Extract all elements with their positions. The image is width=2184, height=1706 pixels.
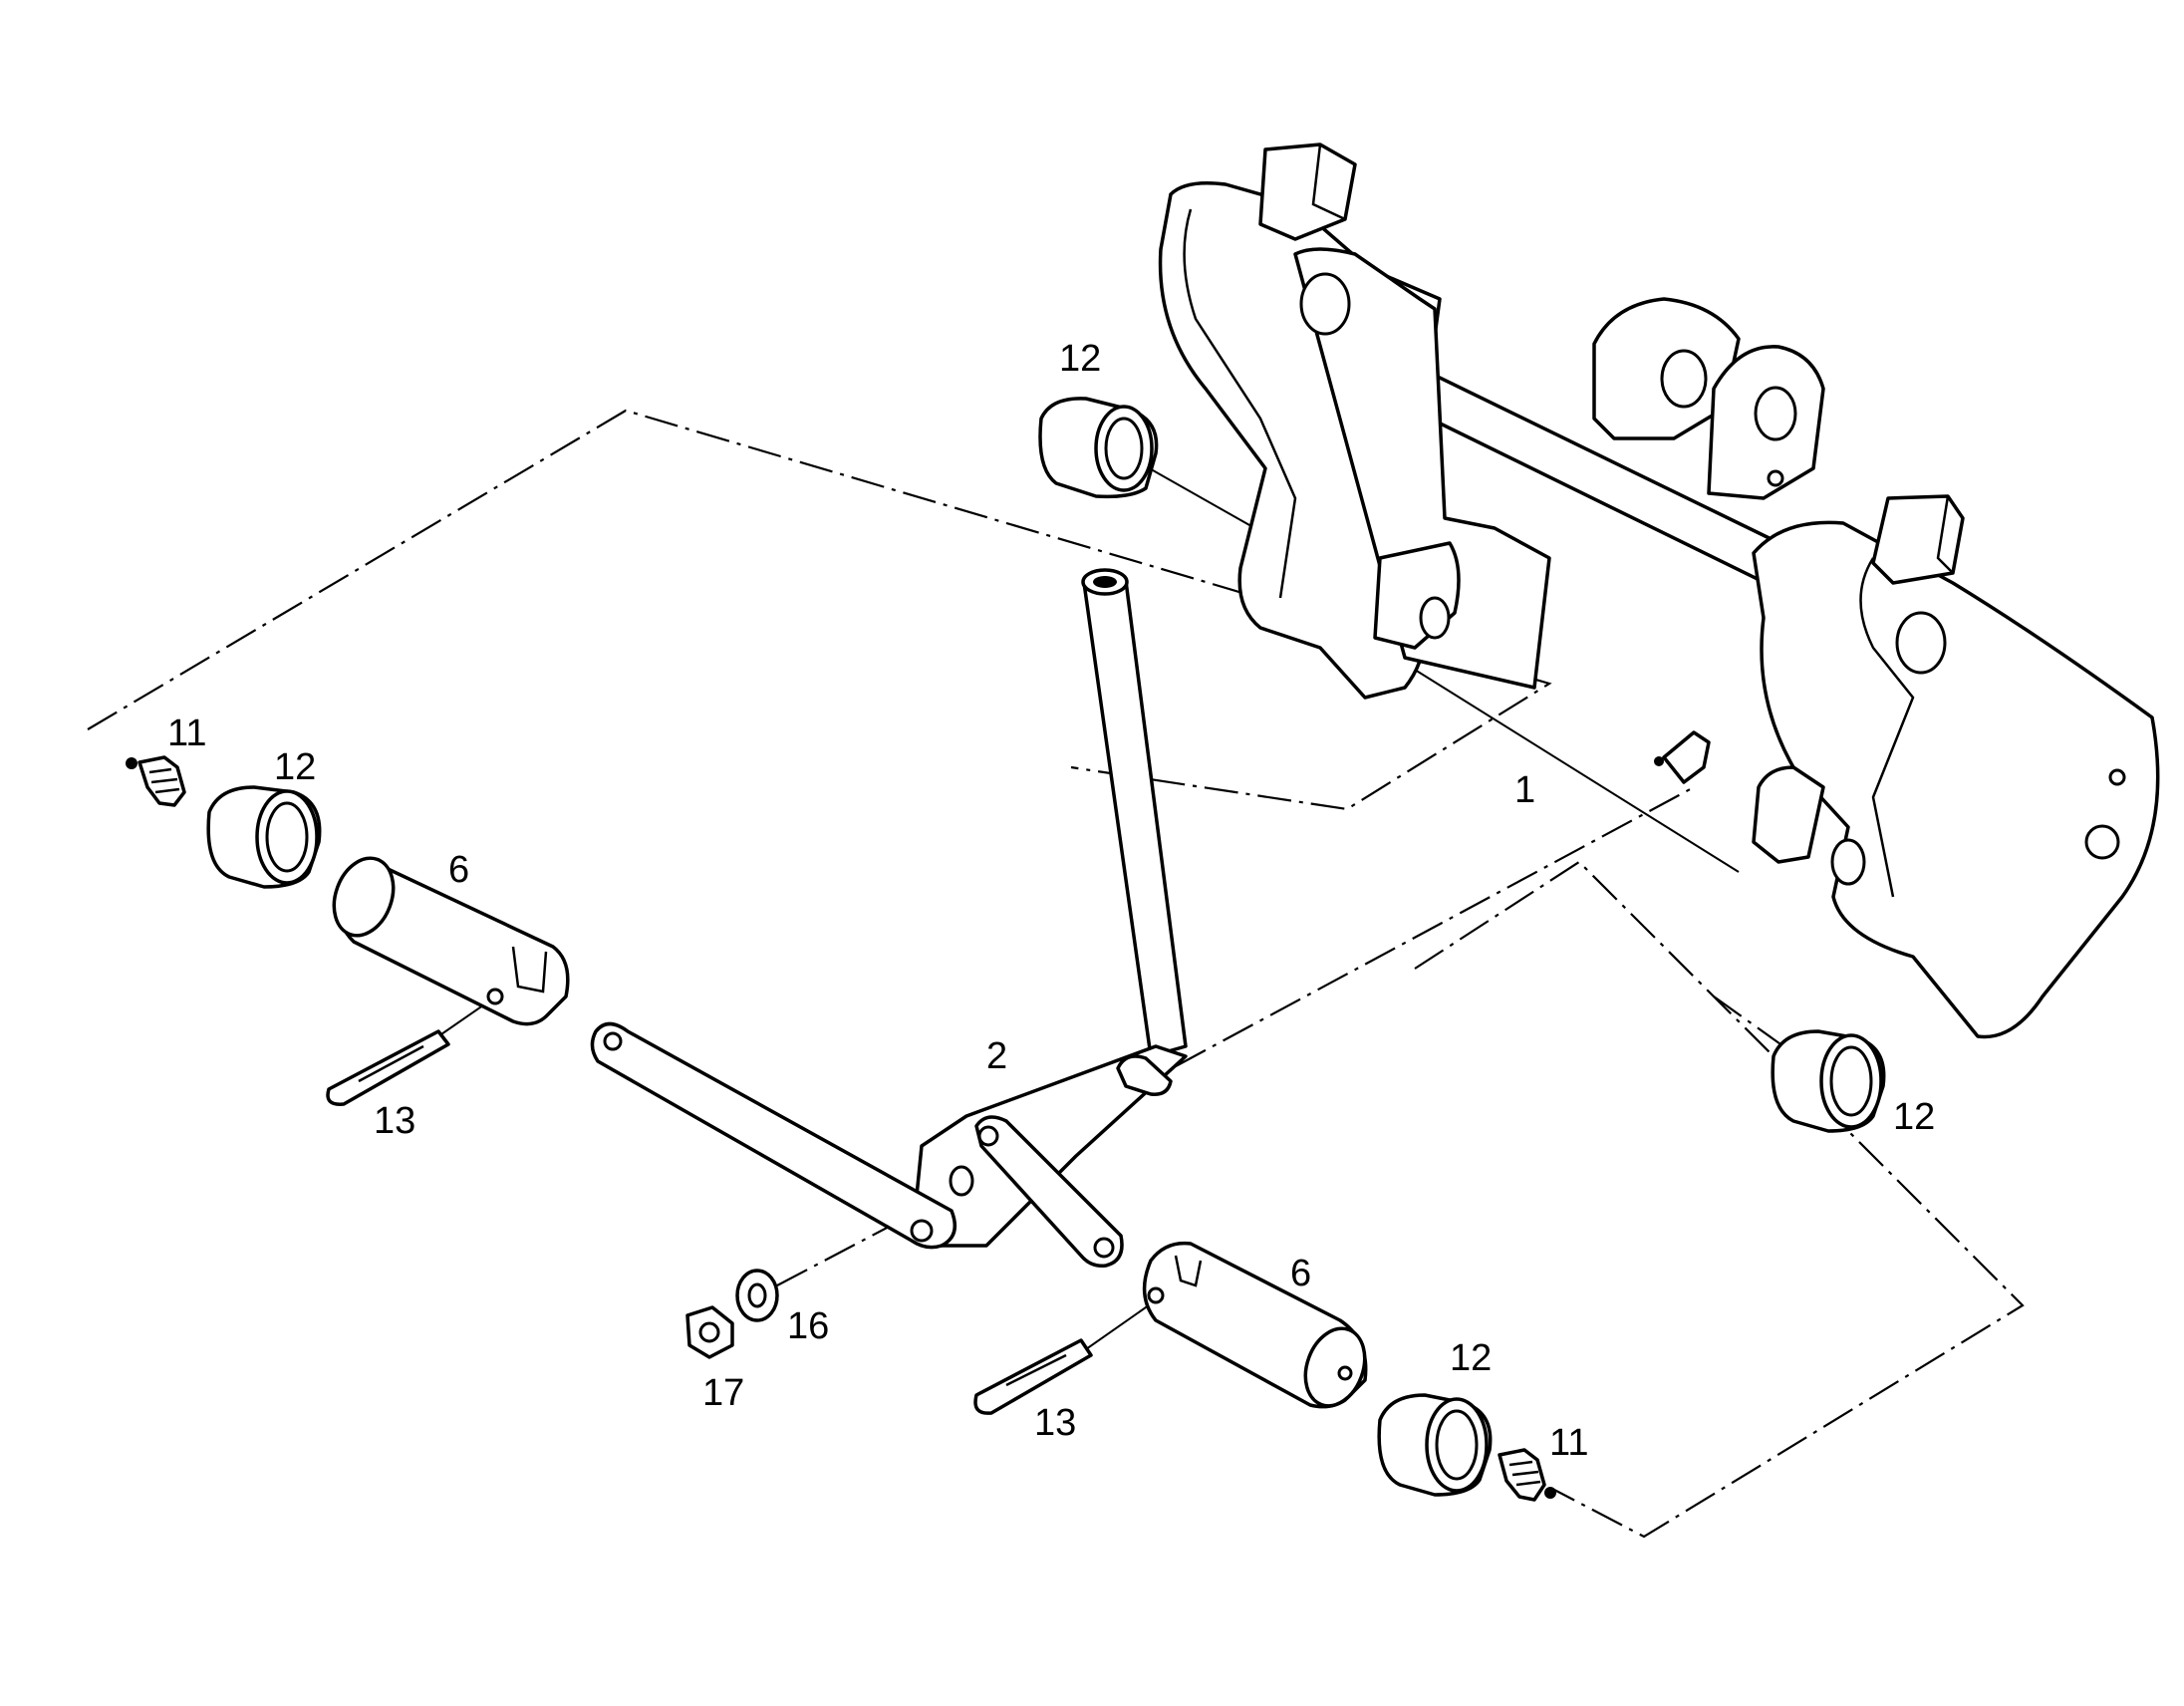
leader-lever-pin [1175, 786, 1695, 1067]
callout-part-1: 1 [1514, 769, 1535, 811]
hex-nut-hole [698, 1321, 720, 1343]
callout-part-11-left: 11 [167, 712, 206, 754]
main-bracket-frame [1158, 142, 2160, 1039]
callout-part-12-top: 12 [1059, 338, 1101, 380]
callout-part-6-left: 6 [448, 849, 469, 891]
taper-pin-left [326, 1029, 450, 1106]
grease-nipple-left [126, 755, 186, 807]
callout-part-17: 17 [702, 1372, 744, 1414]
bush-right-bore [1829, 1045, 1873, 1117]
taper-pin-right-groove [1005, 1353, 1067, 1387]
bracket-left-tab [1258, 142, 1357, 241]
lever-long-link [590, 1021, 957, 1250]
pivot-pin-right-cross-hole [1147, 1286, 1165, 1304]
leader-upper-left [87, 409, 1552, 811]
bracket-right-plate-side-hole [2084, 824, 2120, 860]
lever-upright-rod [1082, 579, 1188, 1058]
taper-pin-left-groove [358, 1044, 424, 1083]
lever-long-link-end-hole [603, 1031, 623, 1051]
pivot-pin-left [332, 856, 570, 1026]
leader-axle [1414, 669, 1740, 873]
callout-labels: 1 2 6 6 11 11 12 12 12 12 13 13 16 17 [167, 338, 1935, 1464]
bracket-lower-tube [1752, 765, 1825, 864]
bush-right [1771, 1029, 1886, 1133]
taper-pin-left-body [326, 1029, 450, 1106]
pivot-pin-left-end [332, 856, 396, 938]
lever-rod-clip [1116, 1054, 1173, 1096]
bracket-right-plate-lower-hole [1830, 838, 1866, 886]
leader-lower-right [1414, 860, 2025, 1539]
grease-nipple-right-thread [1508, 1460, 1541, 1487]
leader-right-bush [1713, 995, 1784, 1047]
callout-part-13-right: 13 [1034, 1402, 1076, 1444]
bracket-center-plate [1293, 247, 1551, 690]
bracket-right-plate-hole [1895, 611, 1947, 675]
bracket-ear-right-hole [1754, 386, 1797, 441]
bracket-left-tab-edge [1311, 143, 1346, 221]
callout-part-12-right: 12 [1893, 1096, 1935, 1138]
bracket-left-plate-edge [1183, 208, 1297, 599]
bracket-grease-nipple-tip [1654, 756, 1664, 766]
callout-part-12-bottom: 12 [1450, 1337, 1492, 1379]
bush-top [1038, 397, 1159, 499]
bush-bottom-bore [1435, 1409, 1479, 1481]
lever-rod-top-bore [1093, 576, 1117, 588]
bush-bottom [1377, 1393, 1493, 1497]
bracket-ear-left-hole [1660, 349, 1708, 409]
grease-nipple-right-tip [1544, 1487, 1556, 1499]
callout-part-11-right: 11 [1549, 1422, 1588, 1464]
callout-part-16: 16 [787, 1305, 829, 1347]
lever-long-link-pivot [910, 1219, 934, 1243]
lever-assembly [590, 568, 1188, 1269]
washer-hole [747, 1282, 767, 1308]
lever-short-link-bottom-hole [1093, 1237, 1115, 1259]
pivot-pin-right-slot [1174, 1255, 1203, 1287]
bush-top-bore [1104, 417, 1144, 480]
taper-pin-right [973, 1338, 1093, 1415]
hex-nut [685, 1305, 734, 1359]
pivot-pin-right [1142, 1241, 1368, 1409]
bush-left-bore [265, 801, 309, 873]
lever-pivot-hole [949, 1165, 974, 1197]
callout-part-2: 2 [986, 1035, 1007, 1077]
bracket-center-boss-hole [1419, 596, 1451, 640]
bracket-small-peg [1767, 469, 1784, 487]
pivot-pin-left-slot [511, 946, 548, 994]
grease-nipple-left-thread [148, 767, 180, 794]
pivot-pin-right-bore [1337, 1365, 1353, 1381]
bracket-right-plate-edge [1859, 557, 1915, 898]
pivot-pin-left-cross-hole [486, 988, 504, 1005]
callout-part-13-left: 13 [374, 1100, 415, 1142]
bracket-grease-nipple [1662, 730, 1711, 784]
lever-short-link-top-hole [977, 1125, 999, 1147]
bracket-right-plate-peg [2108, 768, 2126, 786]
grease-nipple-right [1498, 1448, 1556, 1502]
grease-nipple-left-tip [126, 757, 137, 769]
bush-left [206, 785, 322, 889]
callout-part-6-right: 6 [1290, 1253, 1311, 1294]
bracket-right-tab-edge [1936, 495, 1954, 574]
callout-part-12-left: 12 [274, 746, 316, 788]
pivot-pin-right-end [1303, 1326, 1367, 1408]
bracket-left-plate-hole [1299, 272, 1351, 336]
washer [735, 1269, 779, 1322]
lever-short-link [974, 1115, 1124, 1269]
